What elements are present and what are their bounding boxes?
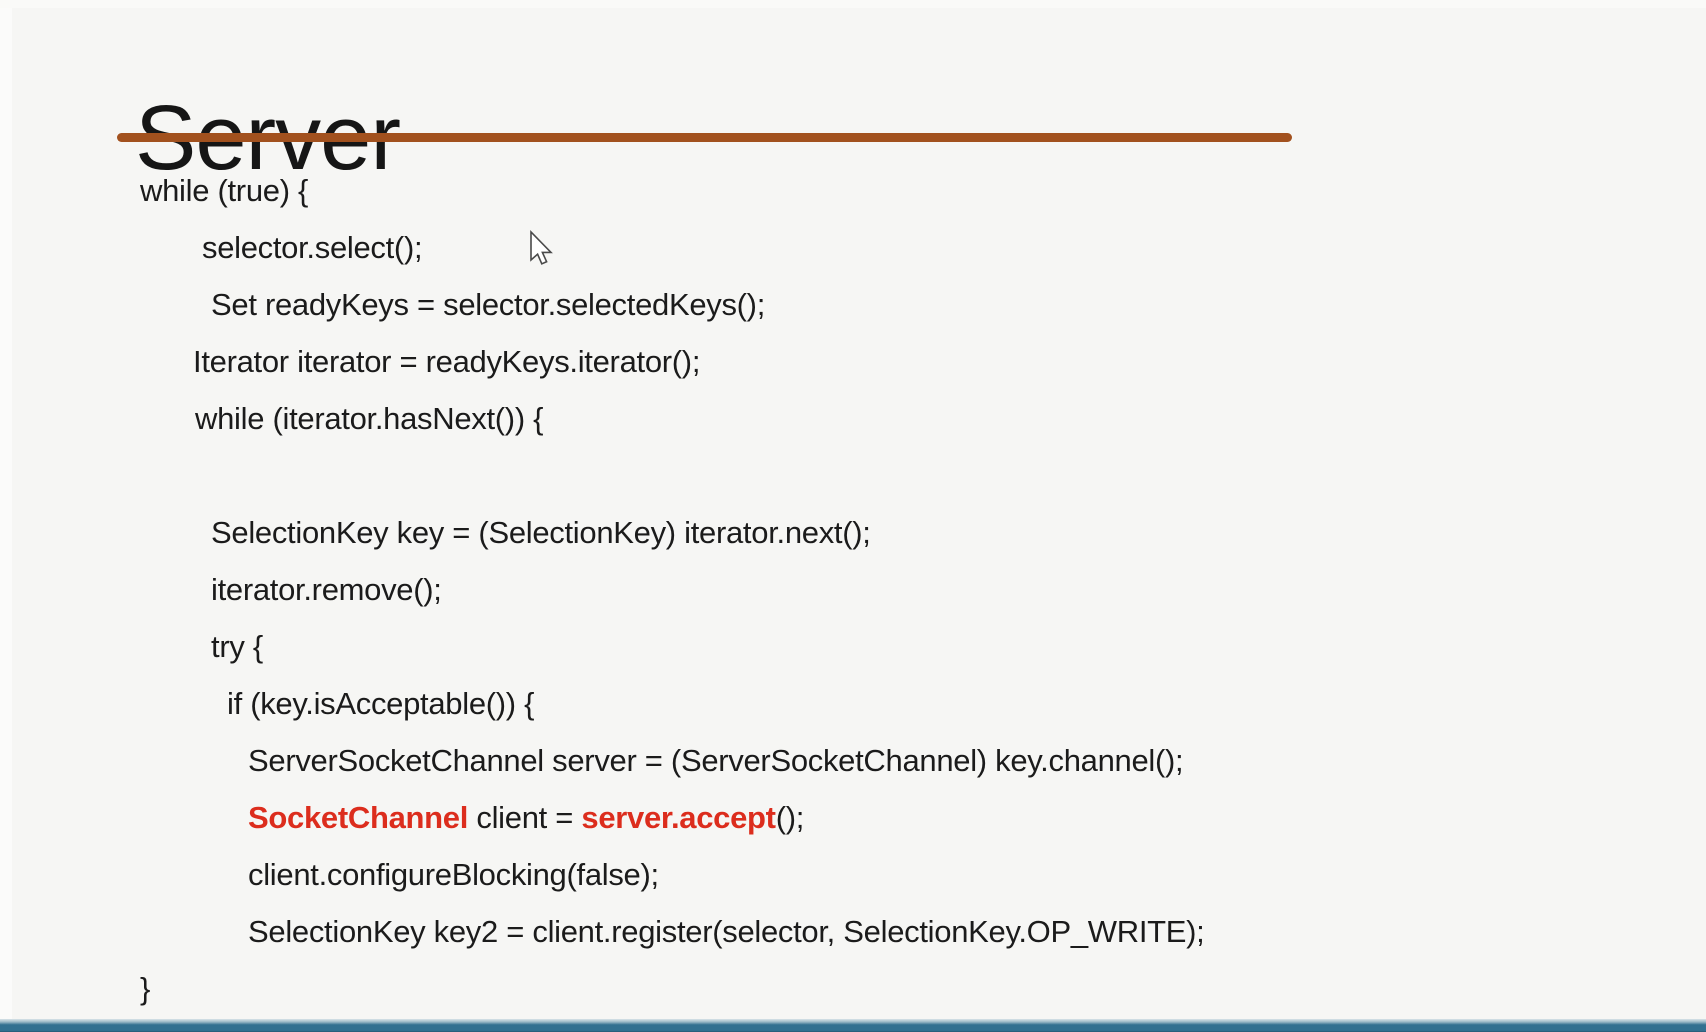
code-line: selector.select(); [0,219,1706,276]
code-segment: selector.select(); [202,230,423,265]
code-line: try { [0,618,1706,675]
code-line: SocketChannel client = server.accept(); [0,789,1706,846]
code-segment: iterator.remove(); [211,572,442,607]
code-line: iterator.remove(); [0,561,1706,618]
code-segment: while (true) { [140,173,309,208]
code-line: } [0,960,1706,1017]
code-block: while (true) { selector.select(); Set read… [0,162,1706,1017]
code-segment-highlight: SocketChannel [248,800,469,835]
code-line: if (key.isAcceptable()) { [0,675,1706,732]
code-segment: } [140,971,151,1006]
code-segment: SelectionKey key2 = client.register(sele… [248,914,1205,949]
code-segment: client = [468,800,582,835]
title-underline-rule [117,133,1292,142]
mouse-pointer-icon [528,230,554,270]
code-line: client.configureBlocking(false); [0,846,1706,903]
bottom-accent-bar [0,1019,1706,1032]
code-line [0,447,1706,504]
code-segment: while (iterator.hasNext()) { [195,401,544,436]
code-segment: client.configureBlocking(false); [248,857,659,892]
code-line: SelectionKey key2 = client.register(sele… [0,903,1706,960]
code-line: Iterator iterator = readyKeys.iterator()… [0,333,1706,390]
code-line: SelectionKey key = (SelectionKey) iterat… [0,504,1706,561]
code-segment-highlight: server.accept [581,800,776,835]
slide-top-margin [0,0,1706,8]
code-segment: Iterator iterator = readyKeys.iterator()… [193,344,701,379]
code-segment: SelectionKey key = (SelectionKey) iterat… [211,515,871,550]
slide-left-margin [0,0,12,1032]
code-line: Set readyKeys = selector.selectedKeys(); [0,276,1706,333]
code-segment: Set readyKeys = selector.selectedKeys(); [211,287,766,322]
code-segment: (); [775,800,805,835]
code-line: ServerSocketChannel server = (ServerSock… [0,732,1706,789]
code-segment: if (key.isAcceptable()) { [227,686,535,721]
code-line: while (true) { [0,162,1706,219]
code-segment: ServerSocketChannel server = (ServerSock… [248,743,1184,778]
code-line: while (iterator.hasNext()) { [0,390,1706,447]
code-segment: try { [211,629,263,664]
